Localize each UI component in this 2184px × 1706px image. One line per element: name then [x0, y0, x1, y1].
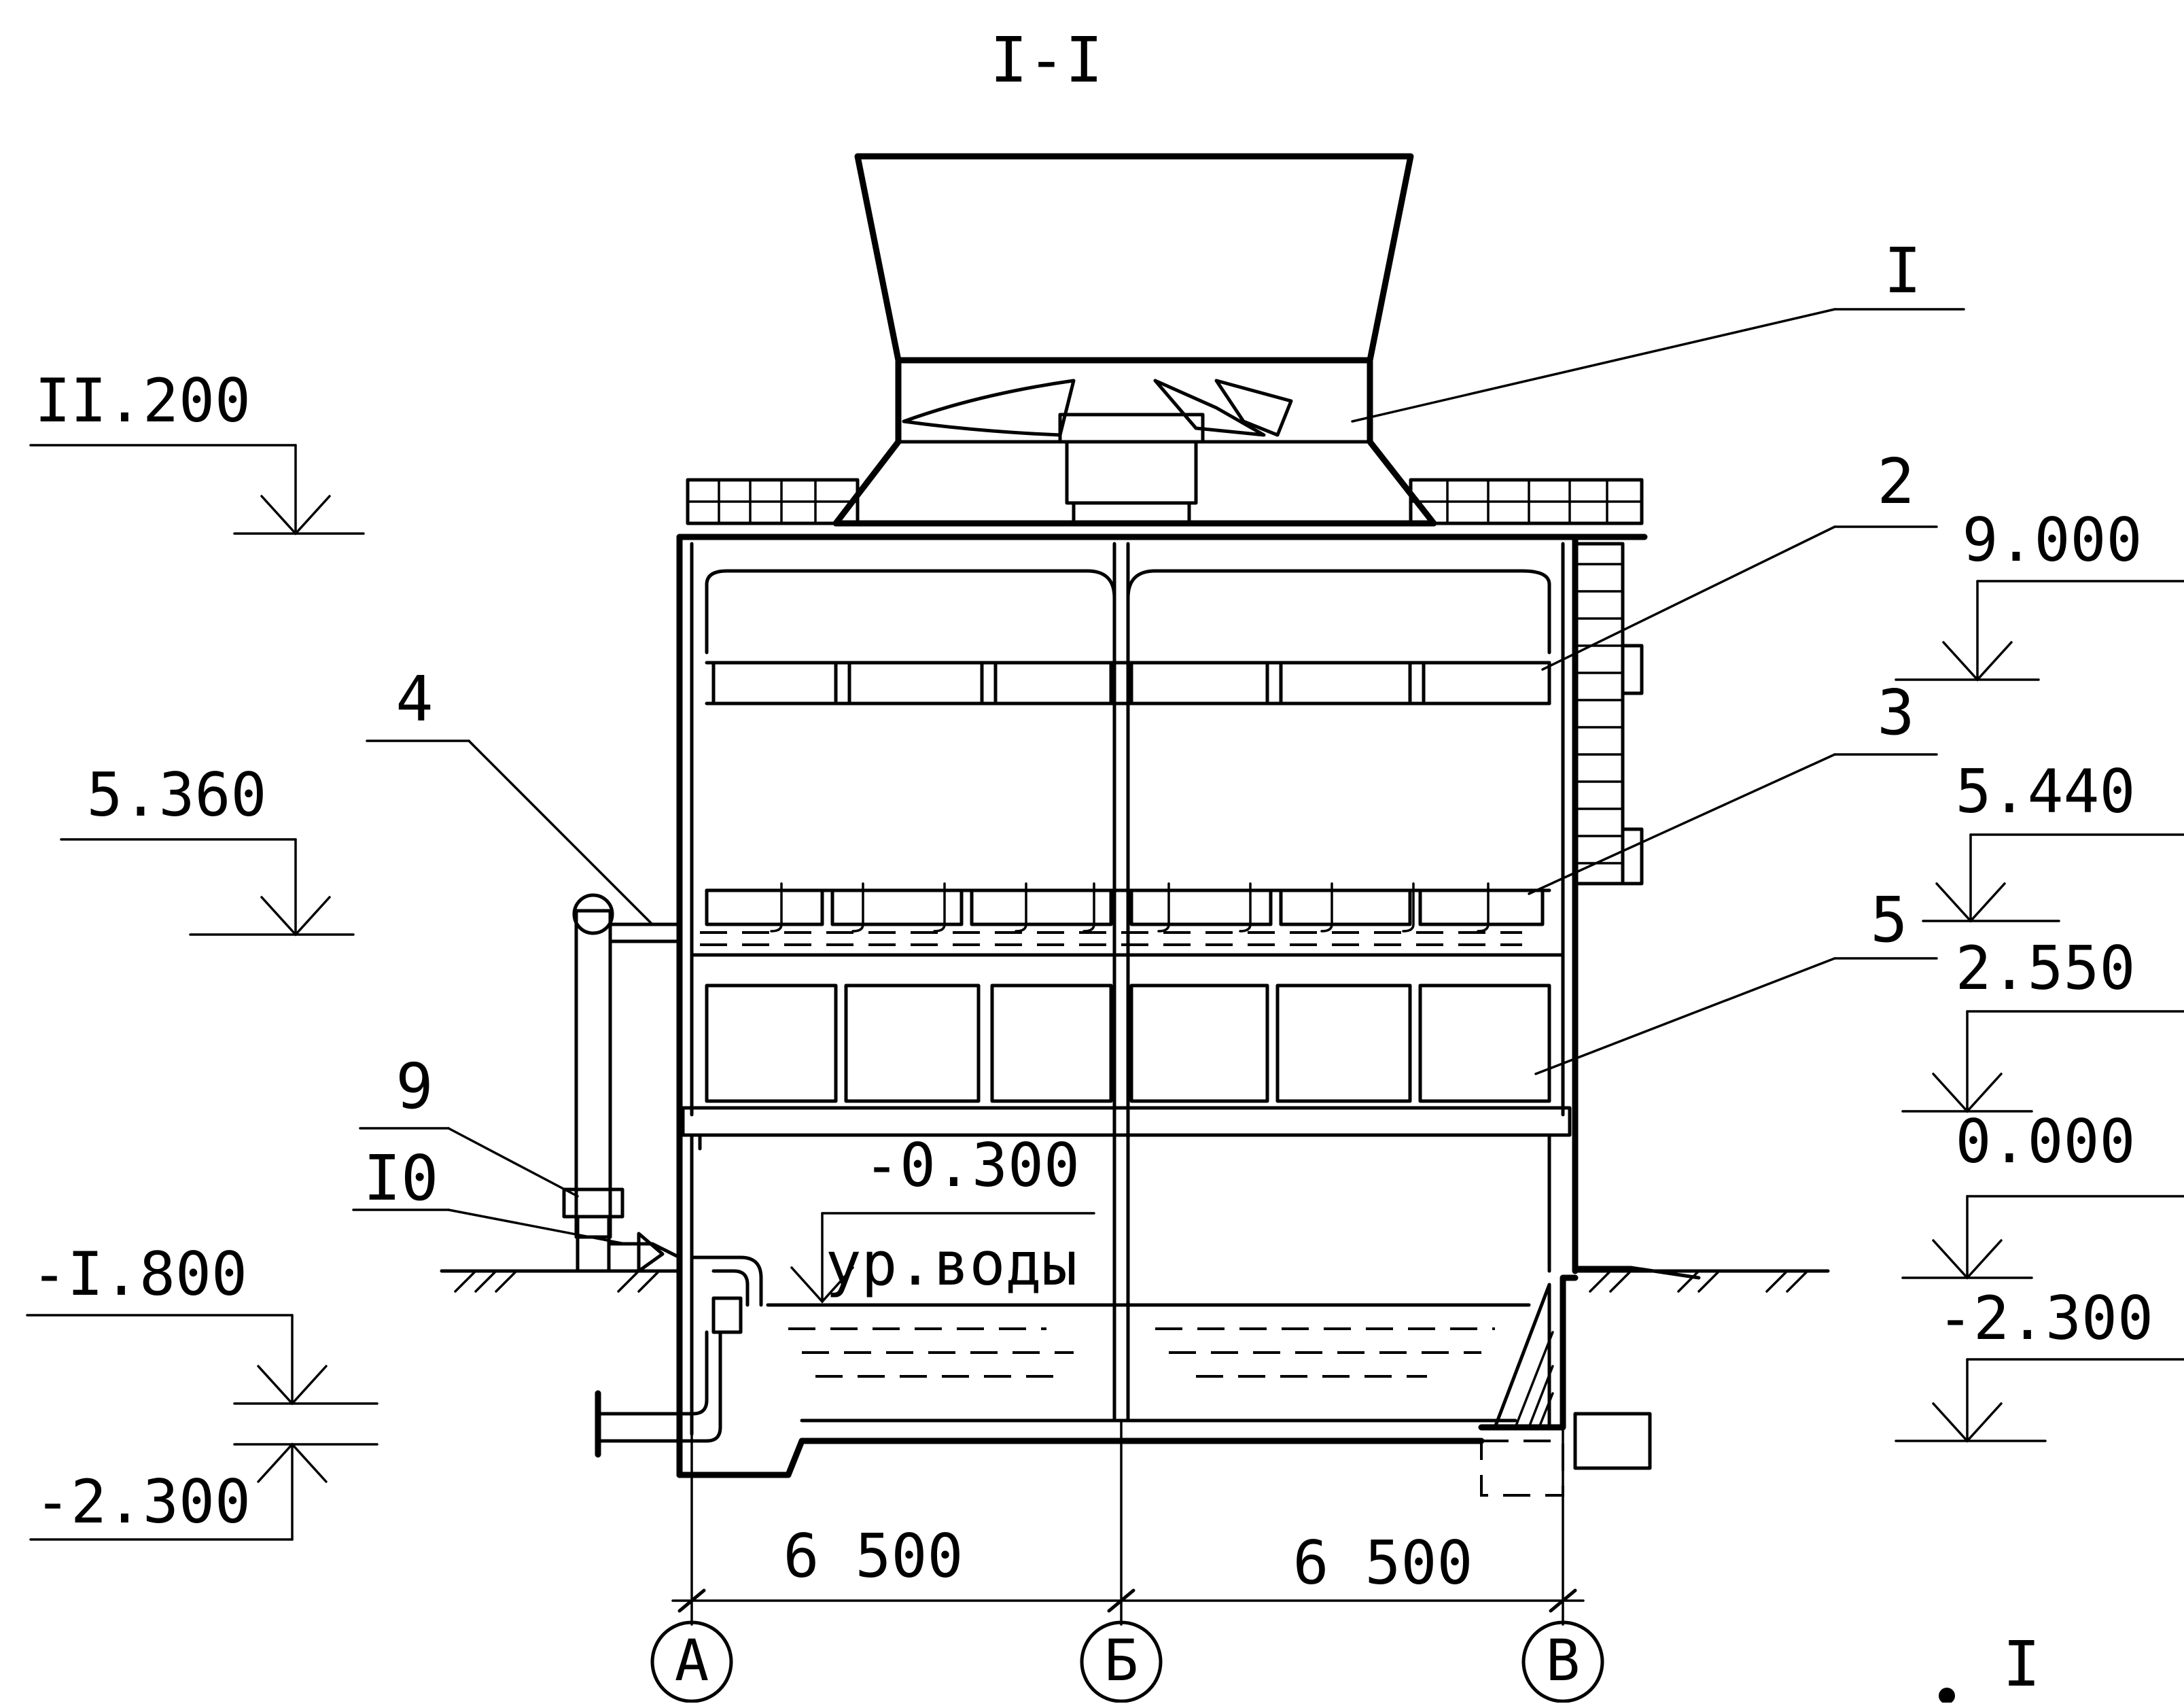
- water-distribution: [700, 882, 1551, 946]
- elevation-mark-bottom-left: -2.300: [29, 1442, 378, 1541]
- svg-text:5.440: 5.440: [1956, 756, 2136, 826]
- svg-text:5.360: 5.360: [87, 760, 267, 830]
- svg-text:I: I: [1884, 234, 1921, 307]
- callout-1: I: [1351, 234, 1965, 423]
- svg-text:4: 4: [395, 663, 433, 735]
- svg-text:I: I: [2003, 1628, 2040, 1701]
- fan-diffuser: [832, 153, 1437, 527]
- section-title: I-I: [990, 24, 1103, 97]
- elevation-mark-right-2: 5.440: [1922, 756, 2184, 923]
- riser-pipe: [562, 893, 763, 1458]
- svg-text:5: 5: [1870, 884, 1907, 956]
- dimension-1: 6 500: [783, 1521, 964, 1591]
- callout-2: 2: [1541, 445, 1938, 671]
- elevation-mark-right-5: -2.300: [1895, 1283, 2184, 1443]
- callout-10: I0: [352, 1142, 627, 1245]
- svg-text:-0.300: -0.300: [864, 1130, 1080, 1200]
- elevation-mark-right-3: 2.550: [1901, 933, 2184, 1113]
- svg-text:9.000: 9.000: [1962, 505, 2143, 575]
- axis-b: Б: [1080, 1620, 1163, 1703]
- callout-9: 9: [359, 1050, 579, 1198]
- svg-text:0.000: 0.000: [1956, 1107, 2136, 1177]
- elevation-mark-low-left: -I.800: [26, 1239, 378, 1406]
- access-ladder: [1573, 542, 1644, 886]
- elevation-mark-top-left: II.200: [29, 366, 365, 536]
- svg-text:II.200: II.200: [35, 366, 251, 436]
- drift-eliminators: [705, 661, 1551, 706]
- callout-3: 3: [1528, 676, 1938, 895]
- svg-text:Б: Б: [1104, 1627, 1139, 1694]
- svg-text:I0: I0: [364, 1142, 439, 1215]
- water-basin: [676, 1274, 1652, 1497]
- elevation-mark-right-4: 0.000: [1901, 1107, 2184, 1280]
- svg-text:А: А: [675, 1627, 709, 1694]
- elevation-mark-right-1: 9.000: [1895, 505, 2184, 682]
- axis-a: А: [650, 1620, 733, 1703]
- svg-text:-I.800: -I.800: [31, 1239, 247, 1309]
- water-level-mark: -0.300 ур.воды: [790, 1130, 1095, 1304]
- svg-text:9: 9: [395, 1050, 433, 1123]
- svg-text:В: В: [1546, 1627, 1581, 1694]
- corner-mark: I: [1939, 1628, 2041, 1704]
- svg-text:3: 3: [1877, 676, 1914, 749]
- spray-nozzles: [770, 882, 1490, 933]
- svg-text:2: 2: [1877, 445, 1914, 518]
- tower-shell: [676, 534, 1579, 1478]
- callout-4: 4: [366, 663, 654, 926]
- svg-text:ур.воды: ур.воды: [826, 1229, 1078, 1299]
- callout-5: 5: [1534, 884, 1938, 1075]
- axis-v: В: [1521, 1620, 1604, 1703]
- dimension-line: 6 500 6 500: [671, 1412, 1585, 1626]
- svg-text:-2.300: -2.300: [1937, 1283, 2153, 1353]
- dimension-2: 6 500: [1293, 1528, 1473, 1598]
- roof-parapet: [676, 478, 1648, 540]
- elevation-mark-mid-left: 5.360: [60, 760, 355, 937]
- svg-text:2.550: 2.550: [1956, 933, 2136, 1003]
- svg-text:-2.300: -2.300: [35, 1467, 251, 1537]
- cooling-fill: [690, 953, 1565, 1103]
- ground-line: [440, 1266, 1830, 1293]
